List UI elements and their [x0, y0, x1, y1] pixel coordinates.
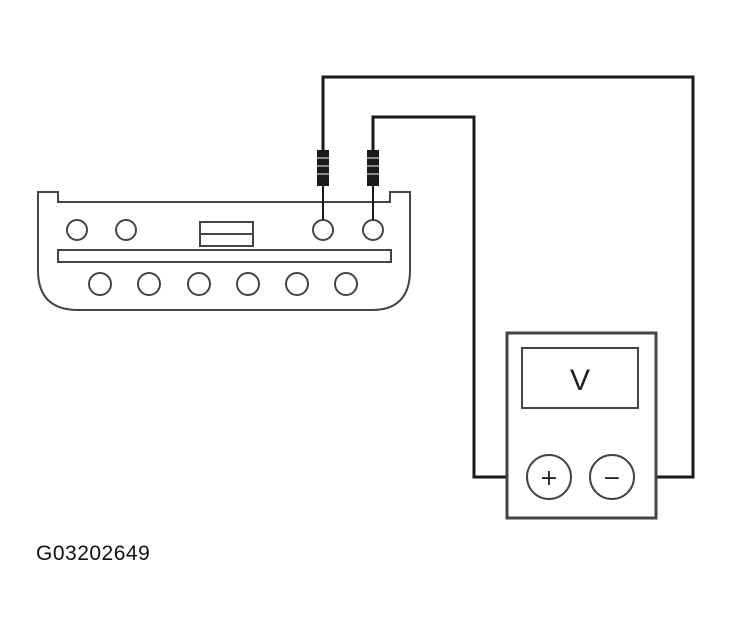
- negative-lead-wire: [321, 75, 695, 479]
- connector-pin: [285, 272, 309, 296]
- connector-pin: [115, 219, 137, 241]
- positive-lead-wire: [371, 115, 527, 479]
- probe-leads: [321, 75, 695, 479]
- connector: [37, 191, 411, 311]
- connector-pin-probed-1: [312, 219, 334, 241]
- voltmeter-display-label: V: [570, 364, 590, 397]
- figure-id-label: G03202649: [36, 542, 151, 565]
- connector-separator-bar: [57, 249, 392, 263]
- connector-pin: [88, 272, 112, 296]
- connector-pin: [187, 272, 211, 296]
- voltmeter-display: [521, 347, 639, 409]
- connector-pin-probed-2: [362, 219, 384, 241]
- connector-pin: [236, 272, 260, 296]
- connector-pin: [137, 272, 161, 296]
- negative-terminal: [589, 454, 635, 500]
- positive-terminal-symbol: +: [540, 466, 558, 491]
- positive-terminal: [526, 454, 572, 500]
- probe-tip-positive: [367, 150, 379, 220]
- negative-terminal-symbol: −: [603, 466, 621, 491]
- connector-pin: [66, 219, 88, 241]
- voltmeter: V + −: [505, 331, 658, 520]
- probe-tip-negative: [317, 150, 329, 220]
- connector-pin: [334, 272, 358, 296]
- connector-housing: [37, 191, 411, 311]
